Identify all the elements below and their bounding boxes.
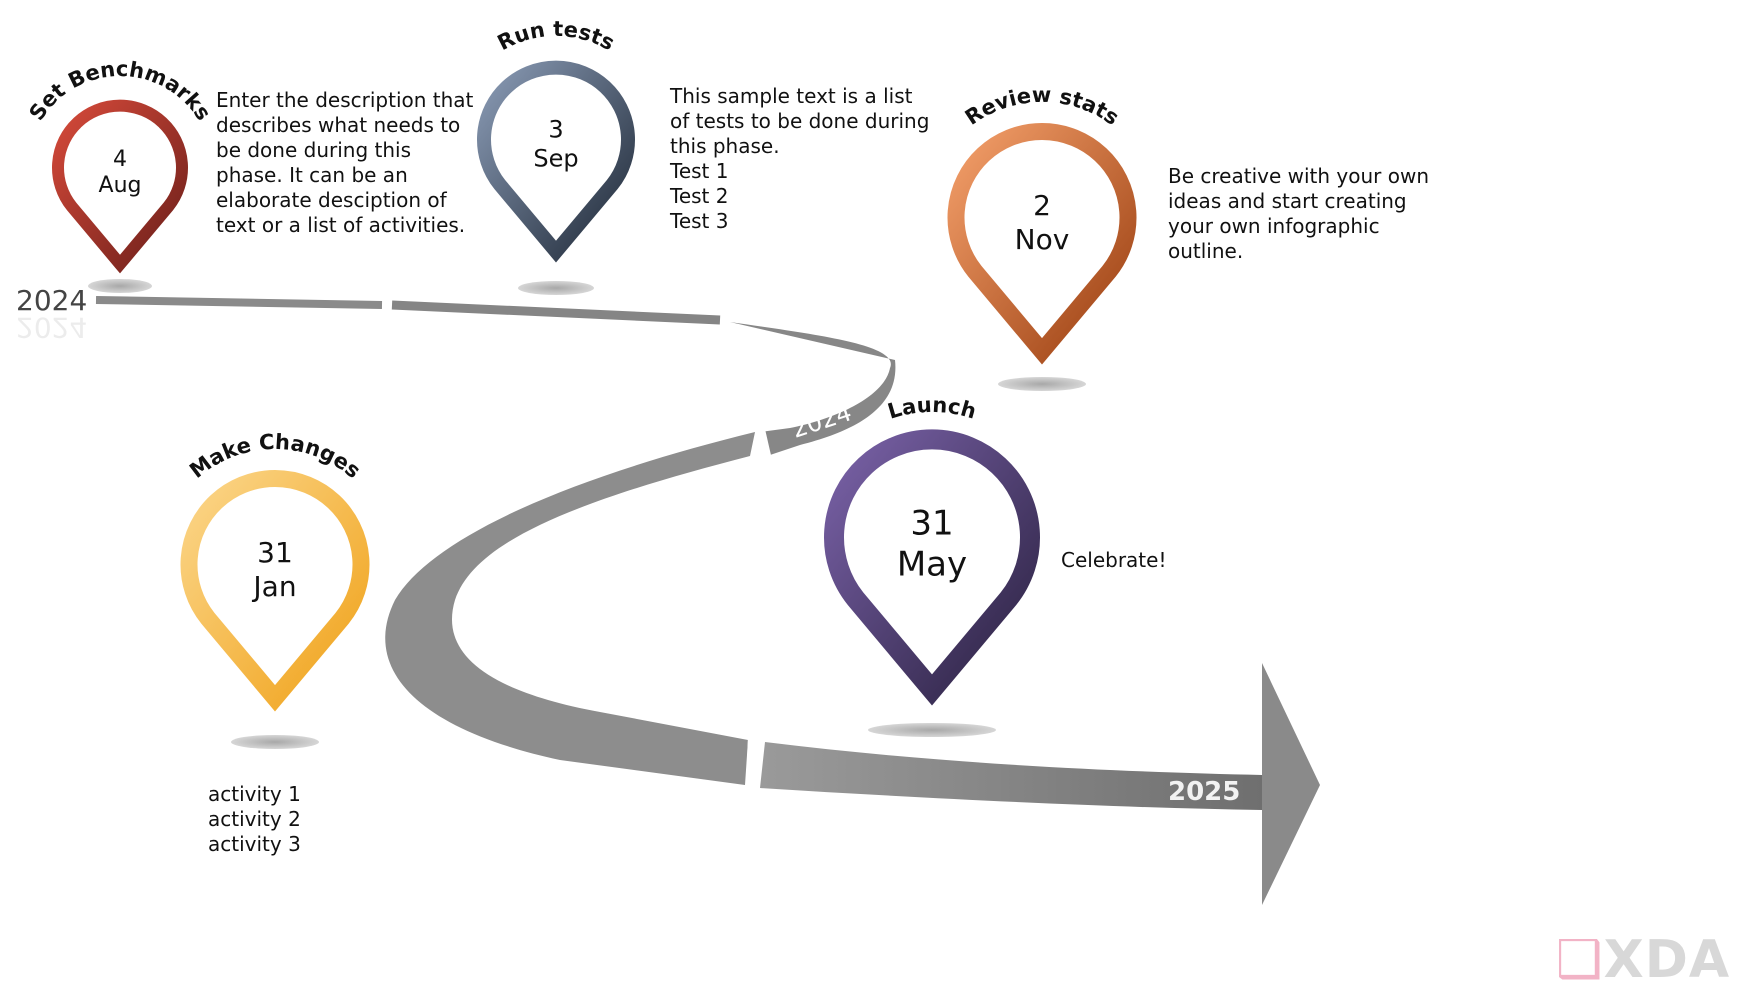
road-curve bbox=[730, 322, 896, 455]
description-line: be done during this bbox=[216, 138, 411, 162]
description-line: outline. bbox=[1168, 239, 1244, 263]
pin-outline bbox=[824, 429, 1040, 706]
pin-outline bbox=[180, 470, 370, 712]
year-label-end: 2025 bbox=[1168, 777, 1240, 807]
pin-day: 2 bbox=[1033, 189, 1051, 222]
pin-outline bbox=[947, 123, 1137, 365]
description-line: this phase. bbox=[670, 134, 780, 158]
pin-month: Sep bbox=[533, 144, 578, 172]
road-arrow-body bbox=[760, 742, 1262, 810]
milestone-description-launch: Celebrate! bbox=[1061, 548, 1166, 573]
year-label-start-reflection: 2024 bbox=[16, 311, 87, 344]
description-line: Celebrate! bbox=[1061, 548, 1167, 572]
description-line: Enter the description that bbox=[216, 88, 474, 112]
pin-shadow bbox=[231, 735, 319, 749]
description-line: your own infographic bbox=[1168, 214, 1380, 238]
description-line: Be creative with your own bbox=[1168, 164, 1430, 188]
pin-month: Jan bbox=[251, 570, 296, 603]
pin-title-text: Review stats bbox=[961, 83, 1124, 130]
description-line: text or a list of activities. bbox=[216, 213, 466, 237]
pin-month: Aug bbox=[99, 173, 142, 198]
description-line: This sample text is a list bbox=[670, 84, 913, 108]
description-line: Test 1 bbox=[670, 159, 729, 183]
pin-title-text: Run tests bbox=[494, 17, 619, 55]
description-line: Test 3 bbox=[670, 209, 729, 233]
pin-outline bbox=[52, 99, 188, 274]
pin-title-text: Set Benchmarks bbox=[24, 57, 215, 125]
pin-outline bbox=[477, 60, 635, 263]
pin-shadow bbox=[998, 377, 1086, 391]
xda-logo-icon: ❑ bbox=[1556, 930, 1604, 990]
pin-month: May bbox=[897, 544, 967, 584]
description-line: elaborate desciption of bbox=[216, 188, 447, 212]
pin-title-text: Launch bbox=[885, 393, 979, 424]
pin-day: 31 bbox=[257, 536, 293, 569]
pin-day: 3 bbox=[548, 116, 563, 144]
description-line: activity 3 bbox=[208, 832, 301, 856]
description-line: ideas and start creating bbox=[1168, 189, 1407, 213]
year-label-start: 2024 bbox=[16, 284, 87, 317]
pin-title: Review stats bbox=[961, 83, 1124, 130]
pin-day: 31 bbox=[910, 504, 953, 544]
pin-title: Launch bbox=[885, 393, 979, 424]
road-segment-top-2 bbox=[391, 300, 721, 325]
pin-shadow bbox=[88, 279, 152, 293]
road-band bbox=[385, 432, 755, 785]
description-line: phase. It can be an bbox=[216, 163, 408, 187]
description-line: Test 2 bbox=[670, 184, 729, 208]
road-segment-top bbox=[95, 296, 383, 309]
description-line: describes what needs to bbox=[216, 113, 461, 137]
pin-month: Nov bbox=[1015, 223, 1070, 256]
description-line: activity 2 bbox=[208, 807, 301, 831]
pin-title: Run tests bbox=[494, 17, 619, 55]
road-gap bbox=[756, 424, 772, 461]
road-arrow-head bbox=[1262, 663, 1320, 905]
pin-shadow bbox=[518, 281, 594, 295]
pin-title: Set Benchmarks bbox=[24, 57, 215, 125]
pin-day: 4 bbox=[113, 147, 127, 172]
description-line: activity 1 bbox=[208, 782, 301, 806]
description-line: of tests to be done during bbox=[670, 109, 930, 133]
pin-shadow bbox=[868, 723, 996, 737]
xda-watermark-text: XDA bbox=[1603, 930, 1731, 990]
xda-watermark: ❑XDA bbox=[1556, 930, 1730, 990]
road-gap bbox=[746, 734, 756, 791]
